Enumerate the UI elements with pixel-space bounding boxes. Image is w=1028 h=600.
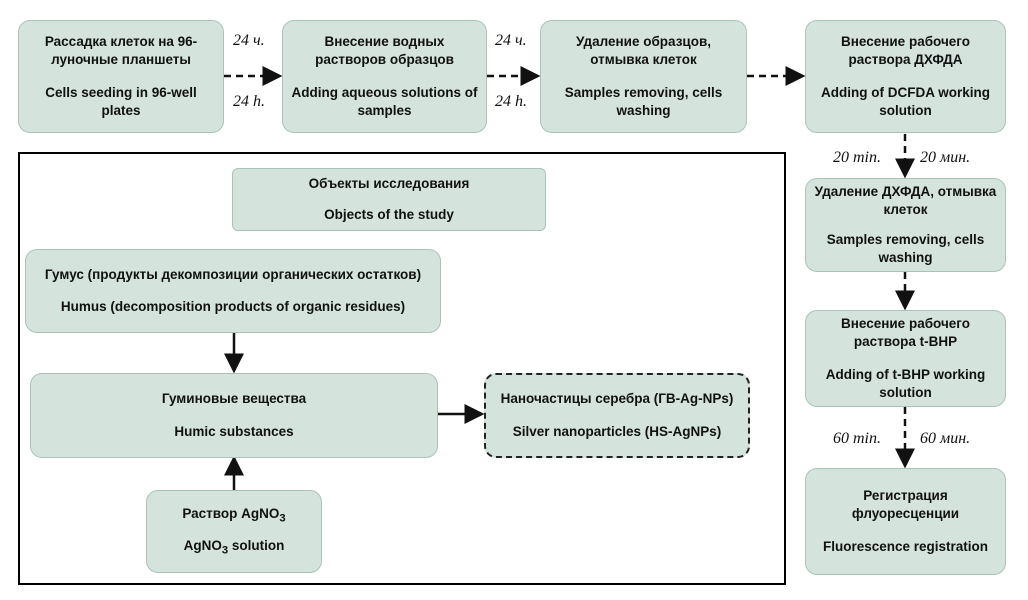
agno3-en-prefix: AgNO bbox=[183, 537, 222, 553]
humic-ru: Гуминовые вещества bbox=[161, 391, 307, 407]
humic-box: Гуминовые вещества Humic substances bbox=[30, 373, 438, 458]
step-registration: Регистрация флуоресценции Fluorescence r… bbox=[805, 468, 1006, 575]
step-removing-samples-en: Samples removing, cells washing bbox=[564, 84, 723, 118]
silver-nanoparticles-box: Наночастицы серебра (ГВ-Ag-NPs) Silver n… bbox=[484, 373, 750, 458]
objects-title-en: Objects of the study bbox=[324, 206, 454, 222]
step-registration-en: Fluorescence registration bbox=[822, 538, 989, 554]
time-label-3-ru: 20 мин. bbox=[920, 149, 971, 166]
step-removing-dcfda: Удаление ДХФДА, отмывка клеток Samples r… bbox=[805, 178, 1006, 272]
humus-en: Humus (decomposition products of organic… bbox=[60, 299, 406, 314]
agno3-box: Раствор AgNO3 AgNO3 solution bbox=[146, 490, 322, 573]
time-label-3-en: 20 min. bbox=[833, 149, 881, 166]
agno3-ru: Раствор AgNO3 bbox=[182, 505, 285, 527]
step-seeding-en: Cells seeding in 96-well plates bbox=[45, 84, 197, 118]
step-seeding-ru: Рассадка клеток на 96-луночные планшеты bbox=[44, 34, 198, 68]
time-label-4-en: 60 min. bbox=[833, 430, 881, 447]
step-registration-ru: Регистрация флуоресценции bbox=[851, 488, 960, 522]
step-adding-dcfda-ru: Внесение рабочего раствора ДХФДА bbox=[840, 34, 970, 68]
time-label-1-ru: 24 ч. bbox=[233, 32, 265, 49]
step-adding-samples-ru: Внесение водных растворов образцов bbox=[315, 34, 454, 68]
objects-frame bbox=[18, 152, 786, 585]
step-seeding: Рассадка клеток на 96-луночные планшеты … bbox=[18, 20, 224, 133]
step-adding-tbhp-ru: Внесение рабочего раствора t-BHP bbox=[840, 316, 970, 350]
humus-ru: Гумус (продукты декомпозиции органически… bbox=[44, 266, 422, 282]
time-label-4-ru: 60 мин. bbox=[920, 430, 971, 447]
step-removing-samples-ru: Удаление образцов, отмывка клеток bbox=[575, 34, 712, 68]
agno3-ru-subscript: 3 bbox=[279, 512, 286, 525]
agno3-ru-text: Раствор AgNO bbox=[182, 505, 280, 521]
objects-title-ru: Объекты исследования bbox=[308, 176, 470, 192]
step-adding-dcfda: Внесение рабочего раствора ДХФДА Adding … bbox=[805, 20, 1006, 133]
agno3-en-suffix: solution bbox=[228, 537, 285, 553]
step-removing-dcfda-en: Samples removing, cells washing bbox=[826, 231, 985, 265]
time-label-1-en: 24 h. bbox=[233, 93, 265, 110]
step-adding-samples-en: Adding aqueous solutions of samples bbox=[291, 84, 478, 118]
humus-box: Гумус (продукты декомпозиции органически… bbox=[25, 249, 441, 333]
silver-en: Silver nanoparticles (HS-AgNPs) bbox=[512, 423, 722, 439]
humic-en: Humic substances bbox=[174, 423, 294, 439]
time-label-2-ru: 24 ч. bbox=[495, 32, 527, 49]
objects-title-box: Объекты исследования Objects of the stud… bbox=[232, 168, 546, 231]
step-adding-samples: Внесение водных растворов образцов Addin… bbox=[282, 20, 487, 133]
agno3-en: AgNO3 solution bbox=[184, 537, 285, 559]
step-adding-tbhp: Внесение рабочего раствора t-BHP Adding … bbox=[805, 310, 1006, 407]
step-adding-tbhp-en: Adding of t-BHP working solution bbox=[825, 366, 986, 400]
time-label-2-en: 24 h. bbox=[495, 93, 527, 110]
step-removing-dcfda-ru: Удаление ДХФДА, отмывка клеток bbox=[814, 184, 997, 218]
agno3-en-subscript: 3 bbox=[221, 544, 229, 557]
step-removing-samples: Удаление образцов, отмывка клеток Sample… bbox=[540, 20, 747, 133]
step-adding-dcfda-en: Adding of DCFDA working solution bbox=[821, 84, 990, 118]
silver-ru: Наночастицы серебра (ГВ-Ag-NPs) bbox=[500, 391, 734, 407]
